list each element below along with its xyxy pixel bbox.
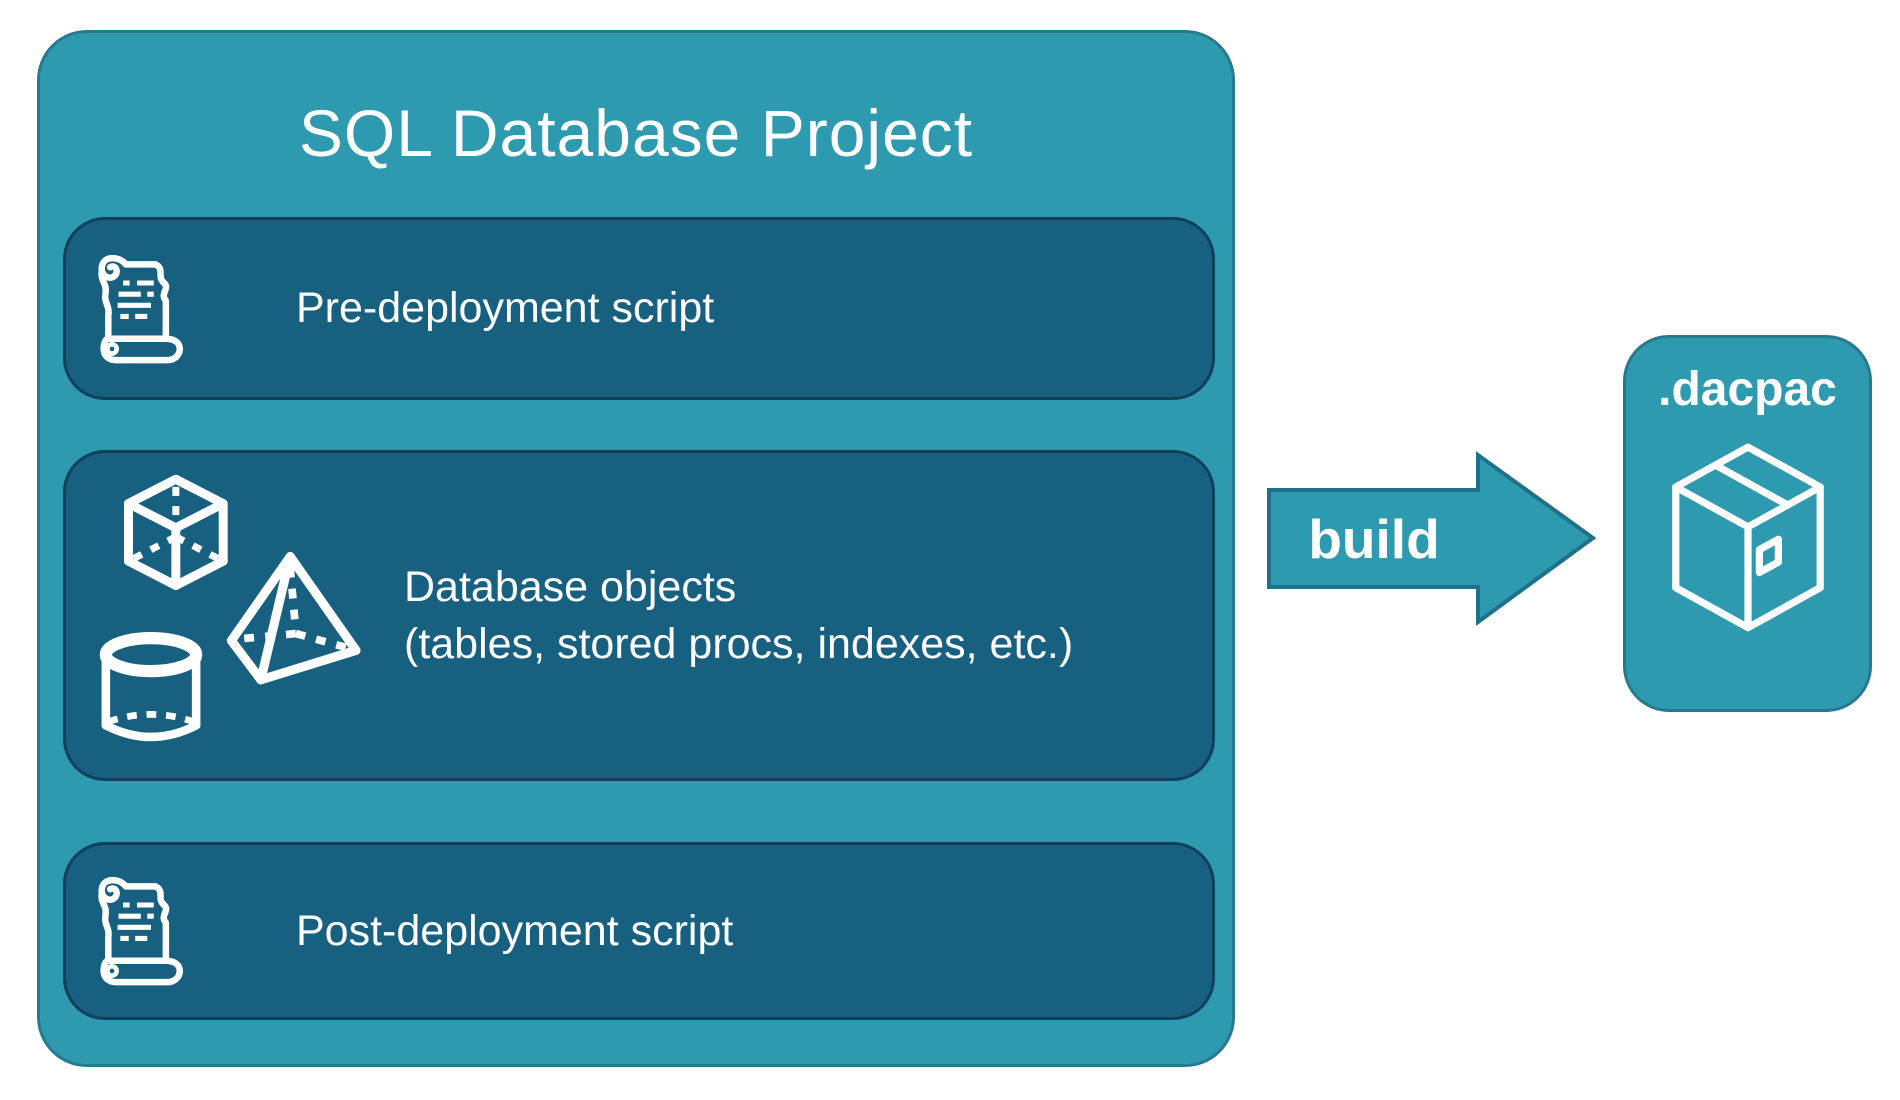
post-deployment-panel: Post-deployment script [63, 842, 1215, 1020]
pre-deployment-panel: Pre-deployment script [63, 217, 1215, 400]
arrow-right-icon [1267, 451, 1597, 626]
geometric-shapes-icon [90, 465, 380, 767]
scroll-icon [86, 873, 190, 989]
cube-icon [108, 469, 236, 597]
panel-label-pre-deployment: Pre-deployment script [296, 284, 715, 333]
database-objects-line1: Database objects [404, 562, 737, 611]
build-arrow-label: build [1308, 507, 1440, 570]
database-objects-line2: (tables, stored procs, indexes, etc.) [404, 619, 1074, 668]
database-objects-panel: Database objects (tables, stored procs, … [63, 450, 1215, 781]
panel-label-database-objects: Database objects (tables, stored procs, … [404, 559, 1073, 673]
cylinder-icon [90, 625, 212, 755]
sql-database-project-container: SQL Database Project P [37, 30, 1235, 1067]
dacpac-label: .dacpac [1658, 363, 1837, 416]
package-icon [1653, 431, 1843, 657]
build-arrow: build [1265, 450, 1600, 628]
pyramid-icon [218, 551, 368, 691]
dacpac-output-box: .dacpac [1623, 335, 1872, 712]
project-title: SQL Database Project [298, 96, 974, 170]
panel-label-post-deployment: Post-deployment script [296, 906, 734, 955]
scroll-icon [86, 251, 190, 367]
